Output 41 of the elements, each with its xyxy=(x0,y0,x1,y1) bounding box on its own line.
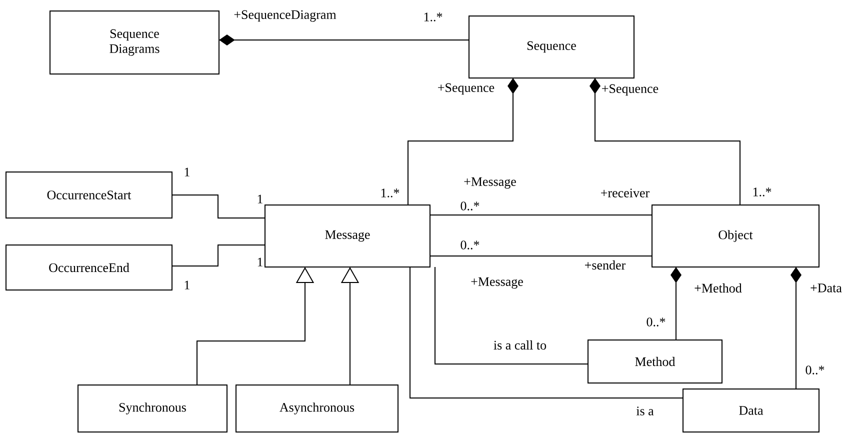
role-label: 0..* xyxy=(646,318,666,326)
role-label: +sender xyxy=(585,260,626,270)
connector xyxy=(790,267,802,390)
role-label: 1 xyxy=(258,194,262,204)
class-box: Object xyxy=(652,204,820,268)
role-label: 0..* xyxy=(460,202,480,210)
edge-label: is a call to xyxy=(492,339,548,351)
role-label: +Sequence xyxy=(438,83,494,95)
class-box: Sequence xyxy=(468,16,634,78)
role-label: +SequenceDiagram xyxy=(234,10,336,22)
role-label: 1 xyxy=(184,280,190,290)
role-label: +Data xyxy=(810,284,842,292)
connector xyxy=(670,267,682,340)
class-box: Asynchronous xyxy=(236,384,398,432)
connector xyxy=(408,78,518,206)
connector xyxy=(172,244,266,266)
connector xyxy=(410,266,684,398)
role-label: +Sequence xyxy=(602,84,658,96)
role-label: +Method xyxy=(694,283,742,293)
class-box: OccurrenceEnd xyxy=(6,244,172,290)
class-box: Method xyxy=(588,340,722,384)
class-box: Data xyxy=(682,388,820,432)
class-box: Message xyxy=(264,204,430,268)
role-label: 1 xyxy=(258,258,262,266)
connector xyxy=(430,214,652,216)
role-label: 0..* xyxy=(460,240,480,250)
class-box: Sequence Diagrams xyxy=(50,10,220,74)
connector xyxy=(434,266,588,364)
edge-label: is a xyxy=(635,406,655,416)
class-box: OccurrenceStart xyxy=(6,172,172,218)
role-label: 1..* xyxy=(424,12,442,22)
connector xyxy=(172,194,266,218)
role-label: 1..* xyxy=(381,188,400,198)
role-label: 0..* xyxy=(806,366,824,374)
role-label: +Message xyxy=(464,177,516,189)
role-label: 1 xyxy=(184,168,190,176)
role-label: +receiver xyxy=(601,188,650,198)
connector xyxy=(219,34,470,46)
role-label: +Message xyxy=(471,277,523,289)
class-box: Synchronous xyxy=(78,384,228,432)
connector xyxy=(590,78,740,206)
